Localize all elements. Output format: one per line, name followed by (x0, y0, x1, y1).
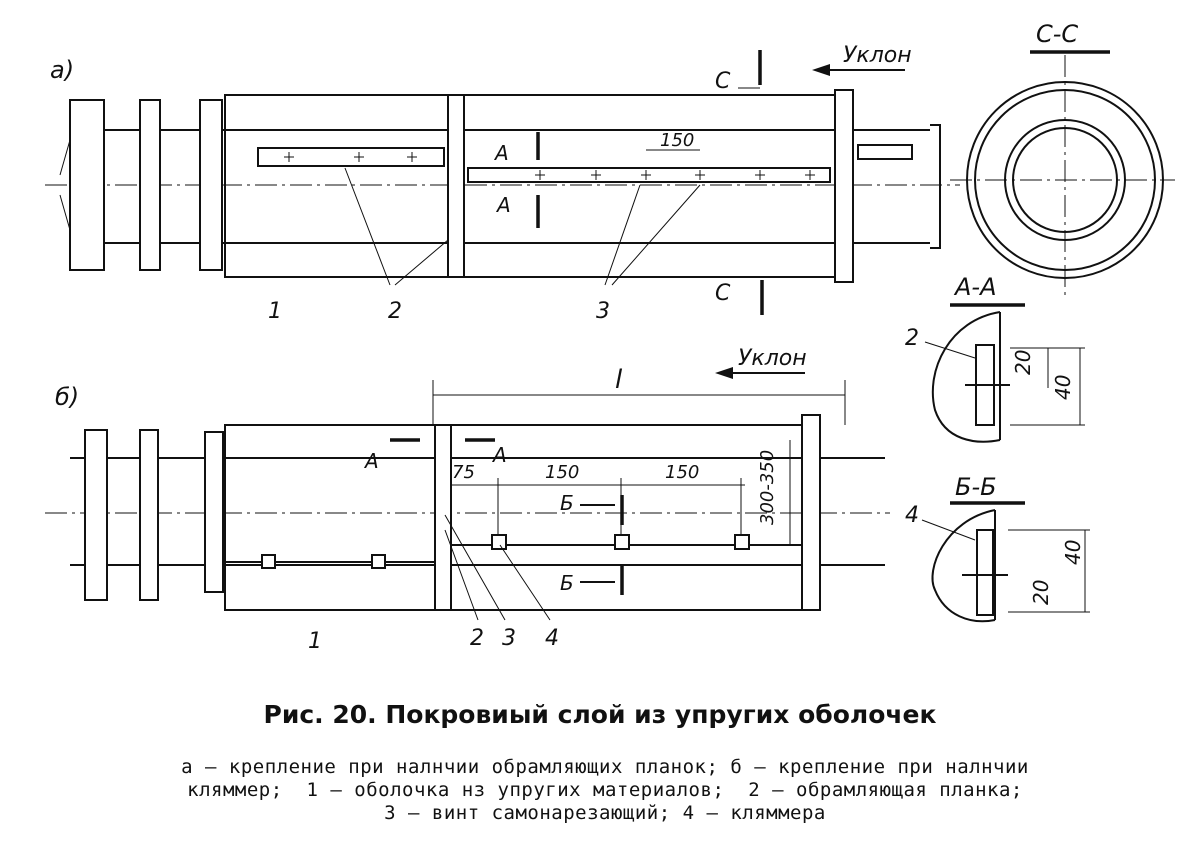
view-a-label: а) (50, 56, 74, 84)
section-bb-outline (931, 509, 996, 623)
view-a: а) С С А А (45, 43, 960, 324)
num-3-a: 3 (596, 299, 610, 324)
section-cc-label: С-С (1036, 20, 1078, 48)
num-1-a: 1 (268, 299, 282, 324)
section-aa-label: А-А (953, 273, 997, 301)
section-aa: А-А 20 40 2 (905, 273, 1085, 443)
slope-arrow-a (812, 64, 830, 76)
clip (614, 534, 630, 550)
clip (371, 554, 386, 569)
left-flange-b (84, 429, 108, 601)
dim-150-a: 150 (660, 130, 694, 151)
cut-a-label-b1: А (363, 449, 379, 473)
dim-20-aa: 20 (1011, 350, 1035, 375)
num-2-b: 2 (470, 626, 484, 651)
dim-300-350: 300-350 (757, 450, 778, 525)
dim-75: 75 (452, 462, 475, 483)
cut-b-label-bottom: Б (560, 571, 574, 595)
num-3-b: 3 (502, 626, 516, 651)
pipe-end (930, 124, 941, 249)
end-cap-left (199, 99, 223, 271)
dim-20-bb: 20 (1029, 580, 1053, 605)
framing-strip-b (434, 424, 452, 611)
section-bb-label: Б-Б (955, 473, 997, 501)
legend-line-3: 3 — винт самонарезающий; 4 — кляммера (384, 802, 826, 824)
num-2-aa: 2 (905, 326, 919, 351)
figure-legend: а — крепление при налнчии обрамляющих пл… (30, 756, 1180, 825)
framing-strip-long-left (257, 147, 445, 167)
dim-150-b1: 150 (545, 462, 579, 483)
end-cap-b (204, 431, 224, 593)
cut-c-label-top: С (715, 69, 731, 94)
dim-length: l (615, 365, 623, 395)
coupling-flange-b (139, 429, 159, 601)
cut-a-label-b2: А (491, 443, 507, 467)
dim-150-b2: 150 (665, 462, 699, 483)
leader-2-a (344, 167, 449, 286)
view-b-label: б) (55, 383, 79, 411)
leader-3-a (604, 184, 701, 286)
cut-c-label-bottom: С (715, 281, 731, 306)
view-b: б) l Уклон 75 150 150 300- (45, 346, 890, 654)
clip (261, 554, 276, 569)
clip (734, 534, 750, 550)
slope-label-a: Уклон (843, 43, 912, 68)
left-flange (69, 99, 105, 271)
dim-40-aa: 40 (1051, 375, 1075, 400)
section-bb-clip (976, 529, 994, 616)
dim-40-bb: 40 (1061, 540, 1085, 565)
framing-strip-b-right (801, 414, 821, 611)
num-1-b: 1 (308, 629, 322, 654)
framing-strip-mid (447, 94, 465, 278)
cut-a-label-top: А (493, 141, 509, 165)
cut-b-label-top: Б (560, 491, 574, 515)
slope-label-b: Уклон (738, 346, 807, 371)
section-aa-outline (931, 311, 1001, 443)
coupling-flange (139, 99, 161, 271)
legend-line-2: кляммер; 1 — оболочка нз упругих материа… (187, 779, 1023, 801)
num-4-b: 4 (545, 626, 559, 651)
slope-arrow-b (715, 367, 733, 379)
technical-drawing: а) С С А А (45, 20, 1175, 654)
framing-strip-end (857, 144, 913, 160)
section-bb: Б-Б 40 20 4 (905, 473, 1090, 623)
section-cc: С-С (950, 20, 1175, 300)
cut-a-label-bottom: А (495, 193, 511, 217)
jacket-outer-circle (966, 81, 1164, 279)
num-4-bb: 4 (905, 503, 919, 528)
pipe-circle (1004, 119, 1126, 241)
jacket-b (224, 424, 816, 611)
framing-strip-right (834, 89, 854, 283)
legend-line-1: а — крепление при налнчии обрамляющих пл… (181, 756, 1029, 778)
clip (491, 534, 507, 550)
num-2-a: 2 (388, 299, 402, 324)
jacket-1 (224, 94, 846, 278)
figure-caption: Рис. 20. Покровиый слой из упругих оболо… (263, 700, 937, 729)
